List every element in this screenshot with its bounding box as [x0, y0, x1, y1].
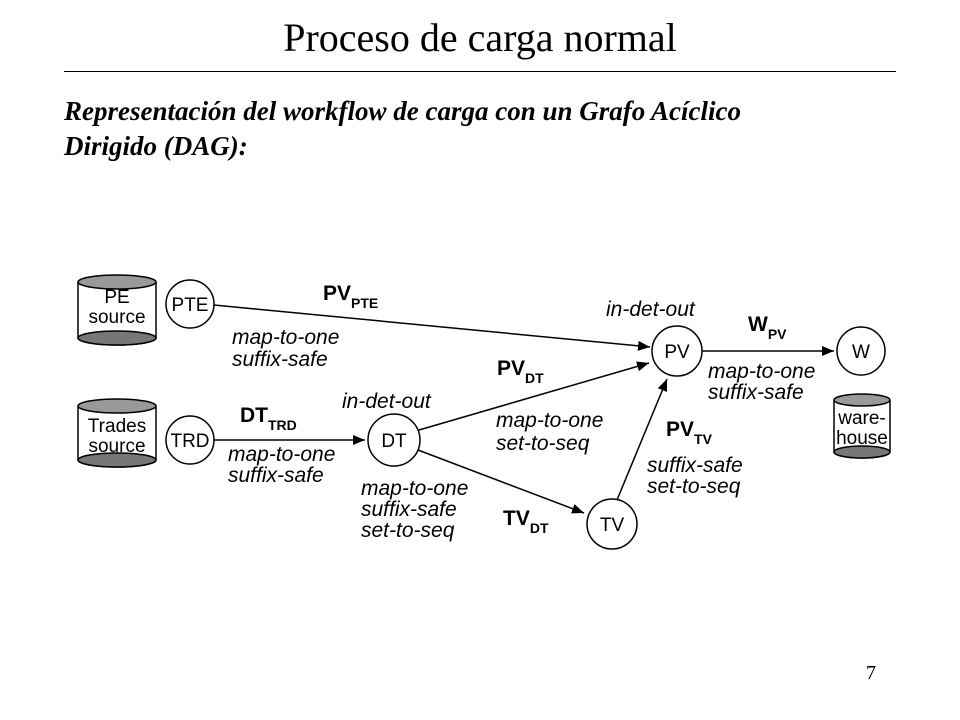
edge-label-pv-pte: PVPTE	[323, 282, 378, 311]
node-tv: TV	[586, 498, 638, 550]
node-tv-label: TV	[600, 515, 625, 536]
edge-prop-pv-tv-1: suffix-safe	[647, 454, 743, 477]
edge-prop-w-pv-1: map-to-one	[708, 360, 815, 383]
edge-pte-pv	[213, 304, 651, 351]
pe-source-label-1: PE	[104, 287, 129, 308]
node-w: W	[836, 326, 886, 376]
edge-prop-pv-pte-1: map-to-one	[232, 326, 339, 349]
edge-label-w-pv-sub: PV	[768, 326, 787, 342]
edge-label-dt-trd: DTTRD	[240, 404, 297, 433]
edge-tv-pv	[616, 378, 668, 501]
edge-label-pv-dt-main: PV	[497, 357, 525, 380]
edge-label-tv-dt: TVDT	[503, 507, 549, 536]
pe-source-label-2: source	[88, 307, 145, 328]
warehouse-label-1: ware-	[837, 408, 886, 429]
warehouse-database: ware- house	[833, 393, 891, 459]
node-pte: PTE	[165, 279, 215, 329]
warehouse-label-2: house	[836, 428, 888, 449]
edge-prop-dt-trd-1: map-to-one	[228, 443, 335, 466]
edge-label-dt-trd-sub: TRD	[268, 417, 297, 433]
trades-source-label-2: source	[88, 436, 145, 457]
edge-label-pv-dt-sub: DT	[525, 370, 544, 386]
edge-label-pv-pte-sub: PTE	[351, 295, 378, 311]
node-dt: DT	[367, 413, 421, 467]
edge-prop-tv-dt-3: set-to-seq	[361, 519, 455, 542]
trades-source-label-1: Trades	[88, 416, 146, 437]
edge-prop-tv-dt-1: map-to-one	[361, 477, 468, 500]
edge-prop-dt-trd-2: suffix-safe	[228, 464, 324, 487]
node-w-label: W	[852, 342, 870, 363]
edge-label-tv-dt-main: TV	[503, 507, 530, 530]
edge-label-pv-tv-main: PV	[666, 418, 694, 441]
node-prop-pv: in-det-out	[606, 298, 696, 321]
node-pv-label: PV	[664, 342, 690, 363]
edge-label-dt-trd-main: DT	[240, 404, 268, 427]
slide-subtitle: Representación del workflow de carga con…	[64, 94, 904, 164]
node-trd: TRD	[165, 415, 215, 465]
pe-source-database: PE source	[77, 274, 157, 346]
subtitle-line-1: Representación del workflow de carga con…	[64, 96, 741, 126]
node-prop-dt: in-det-out	[342, 390, 432, 413]
trades-source-database: Trades source	[77, 398, 157, 468]
edge-prop-w-pv-2: suffix-safe	[708, 381, 804, 404]
edge-prop-pv-dt-2: set-to-seq	[496, 432, 590, 455]
node-trd-label: TRD	[170, 431, 209, 452]
edge-prop-pv-tv-2: set-to-seq	[647, 475, 741, 498]
edge-label-tv-dt-sub: DT	[530, 520, 549, 536]
edge-dt-pv	[418, 361, 650, 431]
subtitle-line-2: Dirigido (DAG):	[64, 131, 248, 161]
edge-prop-pv-pte-2: suffix-safe	[232, 348, 328, 371]
node-pte-label: PTE	[172, 295, 209, 316]
edge-label-pv-pte-main: PV	[323, 282, 351, 305]
edge-prop-pv-dt-1: map-to-one	[496, 409, 603, 432]
edge-label-w-pv: WPV	[748, 313, 787, 342]
edge-label-pv-tv: PVTV	[666, 418, 713, 447]
edge-label-w-pv-main: W	[748, 313, 768, 336]
edge-prop-tv-dt-2: suffix-safe	[361, 498, 457, 521]
node-pv: PV	[651, 325, 703, 377]
slide-title: Proceso de carga normal	[283, 15, 677, 60]
edge-label-pv-tv-sub: TV	[694, 431, 713, 447]
edge-dt-tv	[417, 449, 585, 514]
page-number: 7	[866, 662, 876, 684]
edge-label-pv-dt: PVDT	[497, 357, 544, 386]
title-divider	[64, 71, 896, 72]
node-dt-label: DT	[381, 431, 407, 452]
